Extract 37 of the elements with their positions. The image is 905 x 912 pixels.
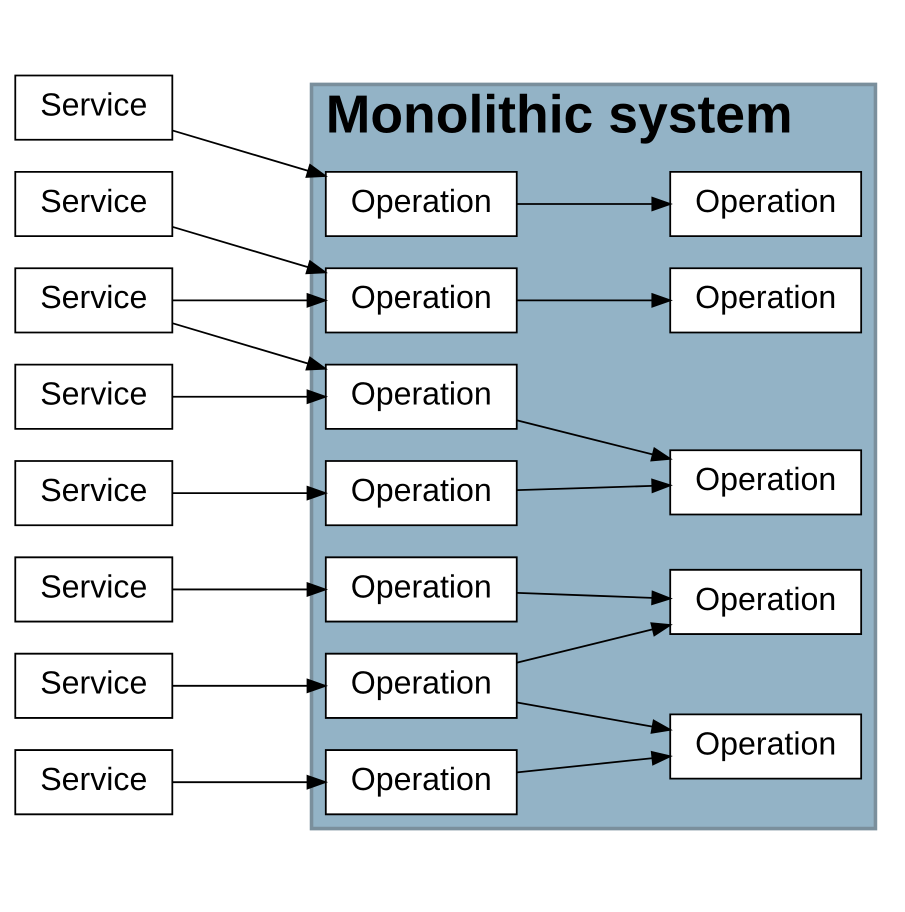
node-box: Operation bbox=[324, 748, 518, 815]
node-box: Operation bbox=[669, 266, 862, 333]
node-box: Service bbox=[14, 170, 174, 236]
arrow bbox=[172, 581, 328, 596]
node-box: Operation bbox=[324, 170, 518, 236]
arrow bbox=[172, 129, 328, 178]
arrow bbox=[172, 678, 328, 693]
arrow bbox=[172, 388, 328, 404]
node-box: Operation bbox=[324, 363, 518, 430]
node-box: Operation bbox=[669, 712, 862, 779]
node-box: Operation bbox=[324, 652, 518, 718]
arrow bbox=[517, 196, 673, 211]
node-box: Service bbox=[14, 748, 174, 815]
arrow bbox=[517, 292, 673, 308]
node-box: Service bbox=[14, 556, 174, 622]
arrow bbox=[172, 322, 328, 370]
node-box: Operation bbox=[324, 556, 518, 622]
node-box: Service bbox=[14, 652, 174, 718]
arrow bbox=[172, 485, 328, 500]
arrow bbox=[172, 774, 328, 790]
arrow bbox=[172, 292, 328, 308]
arrow bbox=[172, 225, 328, 274]
node-box: Operation bbox=[669, 568, 862, 634]
node-box: Service bbox=[14, 266, 174, 333]
arrow bbox=[517, 750, 673, 773]
node-box: Operation bbox=[324, 266, 518, 333]
node-box: Service bbox=[14, 74, 174, 140]
node-box: Operation bbox=[669, 170, 862, 236]
node-box: Operation bbox=[324, 460, 518, 526]
node-box: Operation bbox=[669, 448, 862, 515]
arrow bbox=[516, 418, 673, 462]
node-box: Service bbox=[14, 363, 174, 430]
arrow bbox=[517, 590, 673, 605]
arrow bbox=[517, 478, 673, 493]
arrow bbox=[516, 701, 673, 734]
arrow bbox=[516, 622, 673, 664]
node-box: Service bbox=[14, 460, 174, 526]
